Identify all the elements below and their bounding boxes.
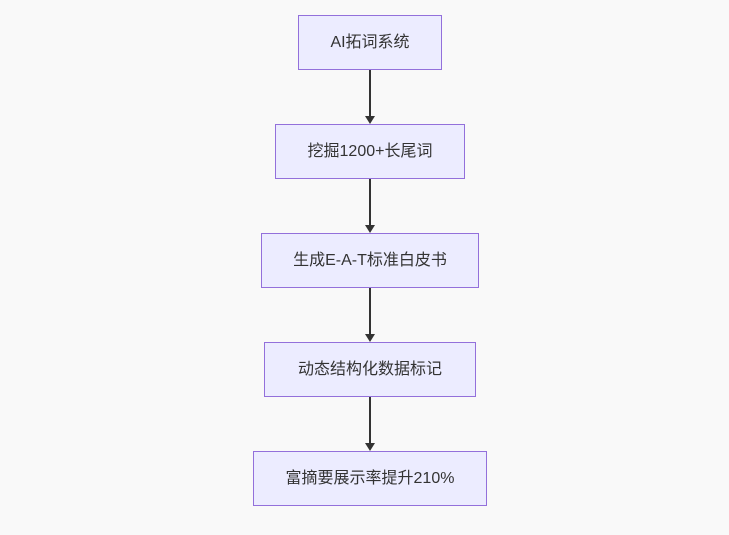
flow-node-structured-data: 动态结构化数据标记 — [264, 342, 476, 397]
flow-arrow-4 — [363, 397, 377, 451]
flow-arrow-1 — [363, 70, 377, 124]
flow-node-label: 挖掘1200+长尾词 — [307, 142, 433, 160]
flow-node-ai-keyword-system: AI拓词系统 — [298, 15, 442, 70]
flow-node-label: 生成E-A-T标准白皮书 — [293, 251, 447, 269]
flow-node-label: 动态结构化数据标记 — [297, 360, 442, 378]
flow-node-rich-snippet-result: 富摘要展示率提升210% — [253, 451, 487, 506]
arrowhead-down-icon — [365, 225, 375, 233]
flow-arrow-3 — [363, 288, 377, 342]
arrow-line — [369, 70, 371, 117]
arrow-line — [369, 179, 371, 226]
flow-arrow-2 — [363, 179, 377, 233]
flow-node-longtail-mining: 挖掘1200+长尾词 — [275, 124, 465, 179]
arrow-line — [369, 397, 371, 444]
arrowhead-down-icon — [365, 334, 375, 342]
flow-node-label: 富摘要展示率提升210% — [285, 469, 455, 487]
arrow-line — [369, 288, 371, 335]
arrowhead-down-icon — [365, 116, 375, 124]
flow-node-eat-whitepaper: 生成E-A-T标准白皮书 — [261, 233, 479, 288]
flowchart: AI拓词系统 挖掘1200+长尾词 生成E-A-T标准白皮书 动态结构化数据标记 — [253, 15, 487, 506]
arrowhead-down-icon — [365, 443, 375, 451]
flow-node-label: AI拓词系统 — [330, 33, 410, 51]
